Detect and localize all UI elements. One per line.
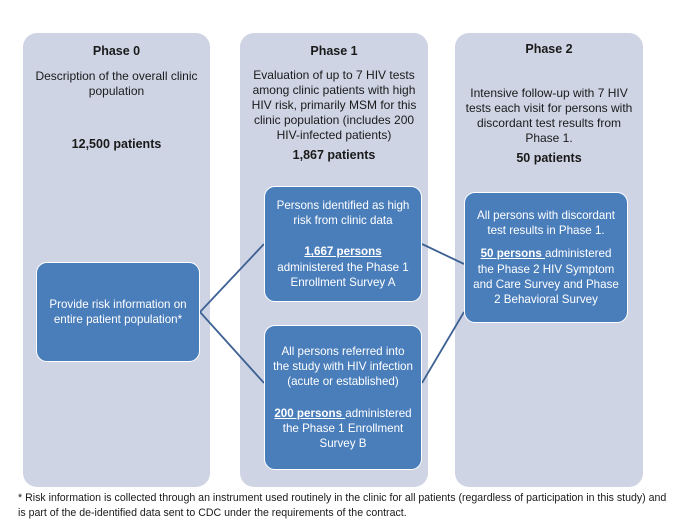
phase0-title: Phase 0 bbox=[92, 44, 141, 58]
discordant-box-detail: 50 persons administered the Phase 2 HIV … bbox=[473, 246, 619, 306]
phase1-patient-count: 1,867 patients bbox=[292, 147, 376, 162]
referred-box-emphasis: 200 persons bbox=[274, 406, 346, 420]
process-box-high-risk-persons[interactable]: Persons identified as high risk from cli… bbox=[264, 186, 422, 302]
referred-box-detail: 200 persons administered the Phase 1 Enr… bbox=[273, 406, 413, 451]
discordant-box-emphasis: 50 persons bbox=[480, 247, 546, 261]
discordant-box-headline: All persons with discordant test results… bbox=[477, 209, 615, 238]
highrisk-box-emphasis: 1,667 persons bbox=[304, 245, 382, 259]
process-box-referred-persons[interactable]: All persons referred into the study with… bbox=[264, 325, 422, 470]
highrisk-box-detail-text: administered the Phase 1 Enrollment Surv… bbox=[277, 260, 409, 289]
referred-box-detail-text: administered the Phase 1 Enrollment Surv… bbox=[282, 406, 412, 450]
highrisk-box-headline: Persons identified as high risk from cli… bbox=[276, 199, 410, 228]
process-box-discordant-results[interactable]: All persons with discordant test results… bbox=[464, 192, 628, 323]
risk-box-text: Provide risk information on entire patie… bbox=[49, 297, 187, 326]
phase1-title: Phase 1 bbox=[310, 44, 358, 58]
phase1-description: Evaluation of up to 7 HIV tests among cl… bbox=[251, 67, 417, 142]
spacer bbox=[473, 238, 619, 246]
spacer bbox=[273, 228, 413, 244]
footnote-risk-information: * Risk information is collected through … bbox=[18, 492, 667, 520]
process-box-provide-risk-information[interactable]: Provide risk information on entire patie… bbox=[36, 262, 200, 362]
phase0-patient-count: 12,500 patients bbox=[71, 136, 162, 151]
phase2-title: Phase 2 bbox=[525, 42, 573, 56]
phase2-description: Intensive follow-up with 7 HIV tests eac… bbox=[465, 85, 633, 145]
discordant-box-detail-text: administered the Phase 2 HIV Symptom and… bbox=[473, 247, 619, 306]
referred-box-headline: All persons referred into the study with… bbox=[273, 345, 413, 389]
phase2-patient-count: 50 patients bbox=[516, 150, 582, 165]
spacer bbox=[273, 390, 413, 406]
phase-column-phase0: Phase 0 Description of the overall clini… bbox=[23, 33, 210, 487]
phase0-description: Description of the overall clinic popula… bbox=[35, 68, 198, 98]
